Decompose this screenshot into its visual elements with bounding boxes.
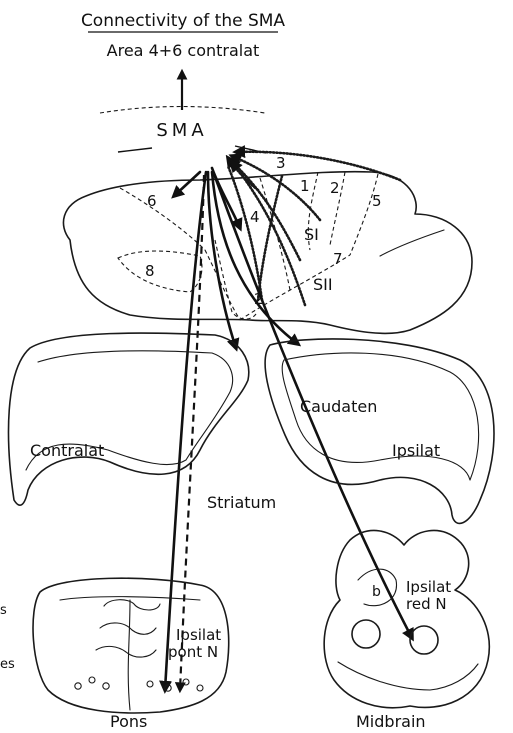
contralat-label: Contralat [30,441,104,460]
top-target-label: Area 4+6 contralat [107,41,260,60]
boundary-lateral [380,230,444,256]
midbrain-label: Midbrain [356,712,426,731]
cortex-outline [63,172,472,334]
pons-swirl-1 [104,600,160,610]
pons-dot-3 [103,683,109,689]
area-label-3: 3 [276,154,286,172]
area-label-6: 6 [147,192,157,210]
boundary-a5 [350,174,378,255]
arrow-to-pons-dashed [180,175,204,690]
midbrain-red-nucleus [410,626,438,654]
area-label-1: 1 [300,177,310,195]
striatum-contralat-outline [9,333,249,505]
sma-side-tick-left [118,148,152,152]
area-label-2: 2 [330,179,340,197]
arrow-to-pons [165,172,206,690]
pons-dot-1 [75,683,81,689]
pons-dot-7 [197,685,203,691]
midbrain-target-line1: Ipsilat [406,578,451,596]
midbrain-inner-curve [338,662,478,690]
diagram-title: Connectivity of the SMA [81,11,285,31]
area-label-5: 5 [372,192,382,210]
ipsilat-label: Ipsilat [392,441,440,460]
pons-target-line2: pont N [168,643,218,661]
area-label-4: 4 [250,208,260,226]
striatum-label: Striatum [207,493,276,512]
pons-target-line1: Ipsilat [176,626,221,644]
dotted-path-4 [228,166,262,300]
midbrain-outline [324,531,489,708]
edge-text-es: es [0,657,15,672]
pons-dot-4 [147,681,153,687]
sma-label: SMA [156,120,207,141]
striatum-ipsilat-inner [282,353,478,480]
boundary-a6 [120,188,205,250]
sulcus-inner [215,240,256,319]
pons-dot-6 [183,679,189,685]
arrow-to-6 [174,172,200,196]
striatum-ipsilat-outline [265,339,494,524]
pons-swirl-2 [100,623,156,634]
midbrain-target-line2: red N [406,595,447,613]
pons-swirl-3 [96,646,156,657]
caudaten-label: Caudaten [300,397,377,416]
area-label-8: 8 [145,262,155,280]
area-label-sii: SII [313,275,333,294]
area-label-7: 7 [333,250,343,268]
area-label-2b: 2 [254,290,264,308]
boundary-a4 [205,250,240,320]
edge-text-s: s [0,603,7,618]
midbrain-nucleus-left [352,620,380,648]
boundary-a8 [118,251,202,292]
area-label-si: SI [304,225,319,244]
pons-dot-2 [89,677,95,683]
pons-label: Pons [110,712,147,731]
midbrain-b-label: b [372,584,381,600]
